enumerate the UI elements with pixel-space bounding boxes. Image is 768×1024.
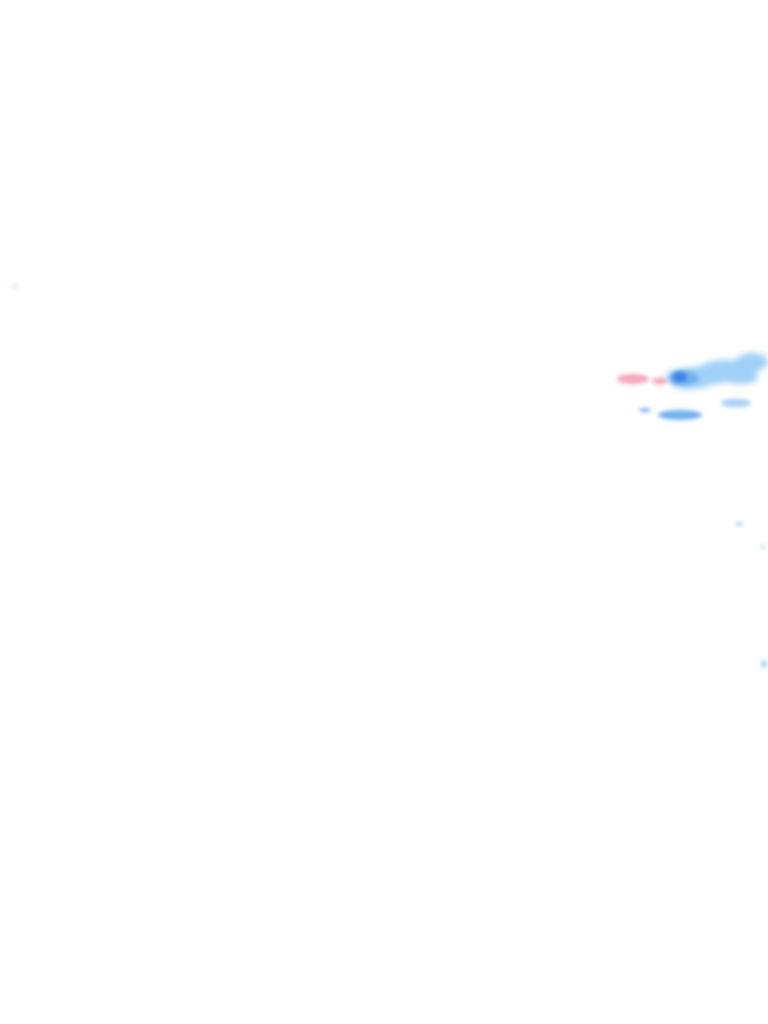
stray-speck-echo	[12, 284, 18, 288]
isolated-blue-speck-echo	[735, 522, 743, 526]
small-right-blue-echo	[721, 399, 751, 407]
core-dark-blue-echo	[673, 372, 687, 382]
pink-echo	[617, 374, 668, 385]
lower-blue-echo	[639, 408, 702, 420]
edge-blue-speck-echo	[761, 545, 767, 668]
